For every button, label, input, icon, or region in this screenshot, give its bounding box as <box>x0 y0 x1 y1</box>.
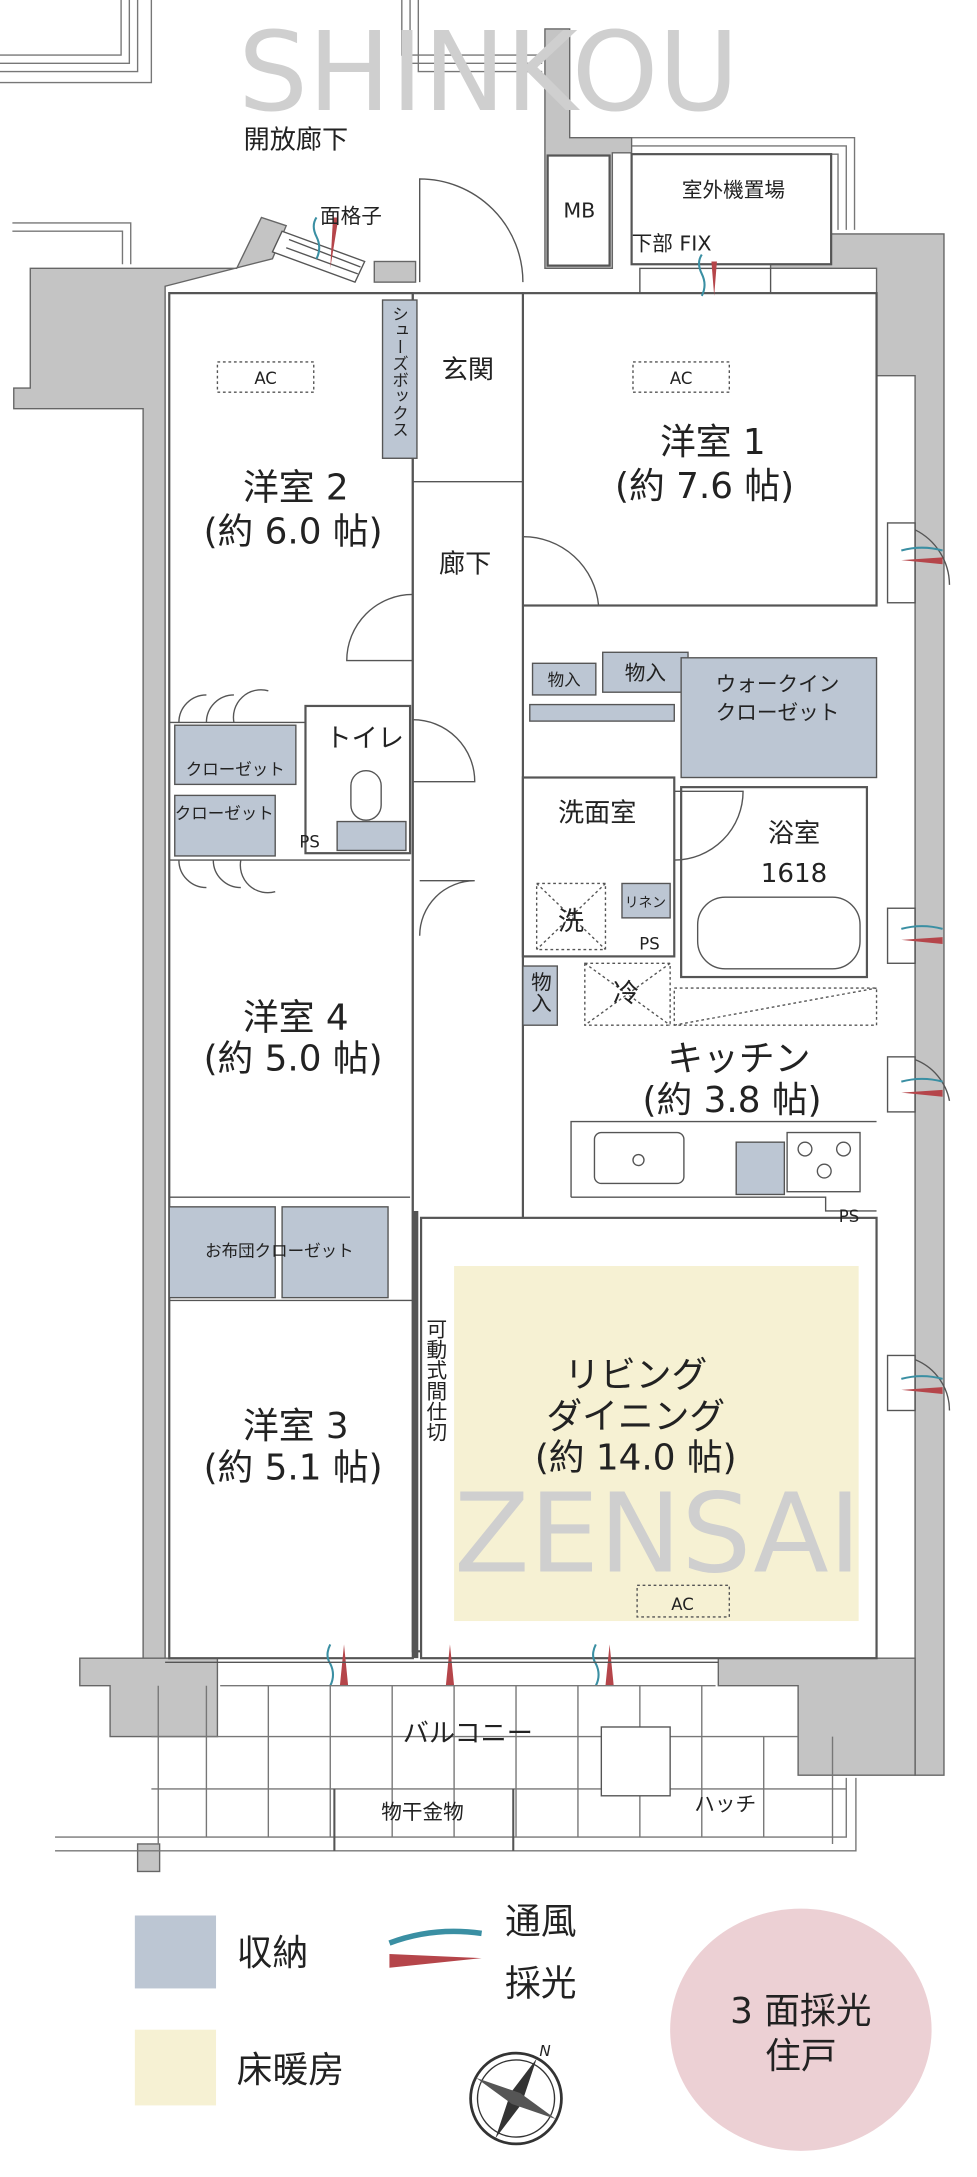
storage-swatch <box>134 1915 217 1989</box>
kitchen-name: キッチン <box>667 1039 810 1080</box>
sink-icon <box>593 1131 685 1185</box>
stove-icon <box>786 1131 861 1193</box>
legend-daylight-label: 採光 <box>505 1963 577 2004</box>
watermark: ZENSAI <box>454 1469 861 1597</box>
living-name-1: リビング <box>564 1355 707 1396</box>
ventilation-icon <box>388 1928 483 1946</box>
storage-units <box>168 299 878 1299</box>
closet-label: クローゼット <box>175 804 274 823</box>
lattice-label: 面格子 <box>320 204 382 228</box>
living-size: (約 14.0 帖) <box>535 1438 737 1479</box>
floor-heating-swatch <box>134 2029 217 2106</box>
entrance-label: 玄関 <box>442 355 494 385</box>
western-room-1-name: 洋室 1 <box>660 422 766 463</box>
balcony-label: バルコニー <box>403 1719 533 1749</box>
lower-fix-label: 下部 FIX <box>632 231 712 255</box>
badge-line-2: 住戸 <box>765 2036 837 2077</box>
storage-label: 物入 <box>548 670 581 689</box>
hallway-label: 廊下 <box>439 549 491 579</box>
washer-label: 洗 <box>558 907 584 937</box>
futon-closet-label: お布団クローゼット <box>205 1241 354 1260</box>
ac-label: AC <box>670 369 693 388</box>
legend-floor-heating-label: 床暖房 <box>237 2050 344 2091</box>
hatch-icon <box>600 1726 671 1797</box>
storage-label: 物入 <box>527 972 551 1013</box>
outdoor-unit-label: 室外機置場 <box>682 178 785 202</box>
hatch-label: ハッチ <box>694 1792 756 1816</box>
toilet-label: トイレ <box>325 724 403 754</box>
western-room-3-size: (約 5.1 帖) <box>204 1447 383 1488</box>
laundry-hardware-label: 物干金物 <box>381 1800 464 1824</box>
ps-label: PS <box>839 1207 859 1226</box>
walk-in-closet-label: ウォークイン <box>716 672 840 696</box>
toilet-icon <box>350 769 382 821</box>
bath-label: 浴室 <box>768 819 820 849</box>
balcony <box>55 1661 857 1852</box>
three-side-light-badge <box>670 1908 932 2151</box>
western-room-1-size: (約 7.6 帖) <box>615 466 794 507</box>
closet-label: クローゼット <box>186 760 285 779</box>
compass-icon: N <box>469 2042 563 2146</box>
outdoor-unit-area <box>630 153 833 266</box>
legend-ventilation-label: 通風 <box>505 1901 577 1942</box>
shoe-box-label: シューズボックス <box>390 306 409 438</box>
legend-storage-label: 収納 <box>237 1933 309 1974</box>
ac-label: AC <box>254 369 277 388</box>
living-name-2: ダイニング <box>546 1396 725 1437</box>
door-swings <box>178 178 744 936</box>
open-corridor-label: 開放廊下 <box>244 126 349 156</box>
ventilation-daylight-marks <box>312 216 943 1687</box>
ac-label: AC <box>671 1595 694 1614</box>
western-room-3-name: 洋室 3 <box>243 1406 349 1447</box>
western-room-2-size: (約 6.0 帖) <box>204 512 383 553</box>
ps-label: PS <box>639 935 659 954</box>
windows <box>271 230 951 1412</box>
kitchen-size: (約 3.8 帖) <box>643 1080 822 1121</box>
western-room-2-name: 洋室 2 <box>243 468 349 509</box>
daylight-icon <box>389 1954 482 1968</box>
western-room-4-size: (約 5.0 帖) <box>204 1039 383 1080</box>
fridge-label: 冷 <box>613 979 639 1009</box>
movable-partition-label: 可動式間仕切 <box>423 1318 447 1442</box>
fixtures <box>216 361 878 1618</box>
linen-label: リネン <box>625 895 666 911</box>
western-room-4-name: 洋室 4 <box>243 997 349 1038</box>
meter-box <box>546 154 611 267</box>
storage-label: 物入 <box>625 661 666 685</box>
svg-text:N: N <box>539 2042 550 2060</box>
badge-line-1: 3 面採光 <box>730 1991 871 2032</box>
ps-label: PS <box>299 833 319 852</box>
washroom-label: 洗面室 <box>558 799 636 829</box>
walk-in-closet-label: クローゼット <box>716 701 840 725</box>
legend: 収納 床暖房 通風 採光 3 面採光 住戸 N <box>134 1901 932 2151</box>
bathtub-icon <box>696 896 861 970</box>
mb-label: MB <box>563 198 595 222</box>
bath-size-label: 1618 <box>761 859 828 889</box>
watermark: SHINKOU <box>238 8 739 136</box>
floor-heating-area <box>454 1266 859 1622</box>
